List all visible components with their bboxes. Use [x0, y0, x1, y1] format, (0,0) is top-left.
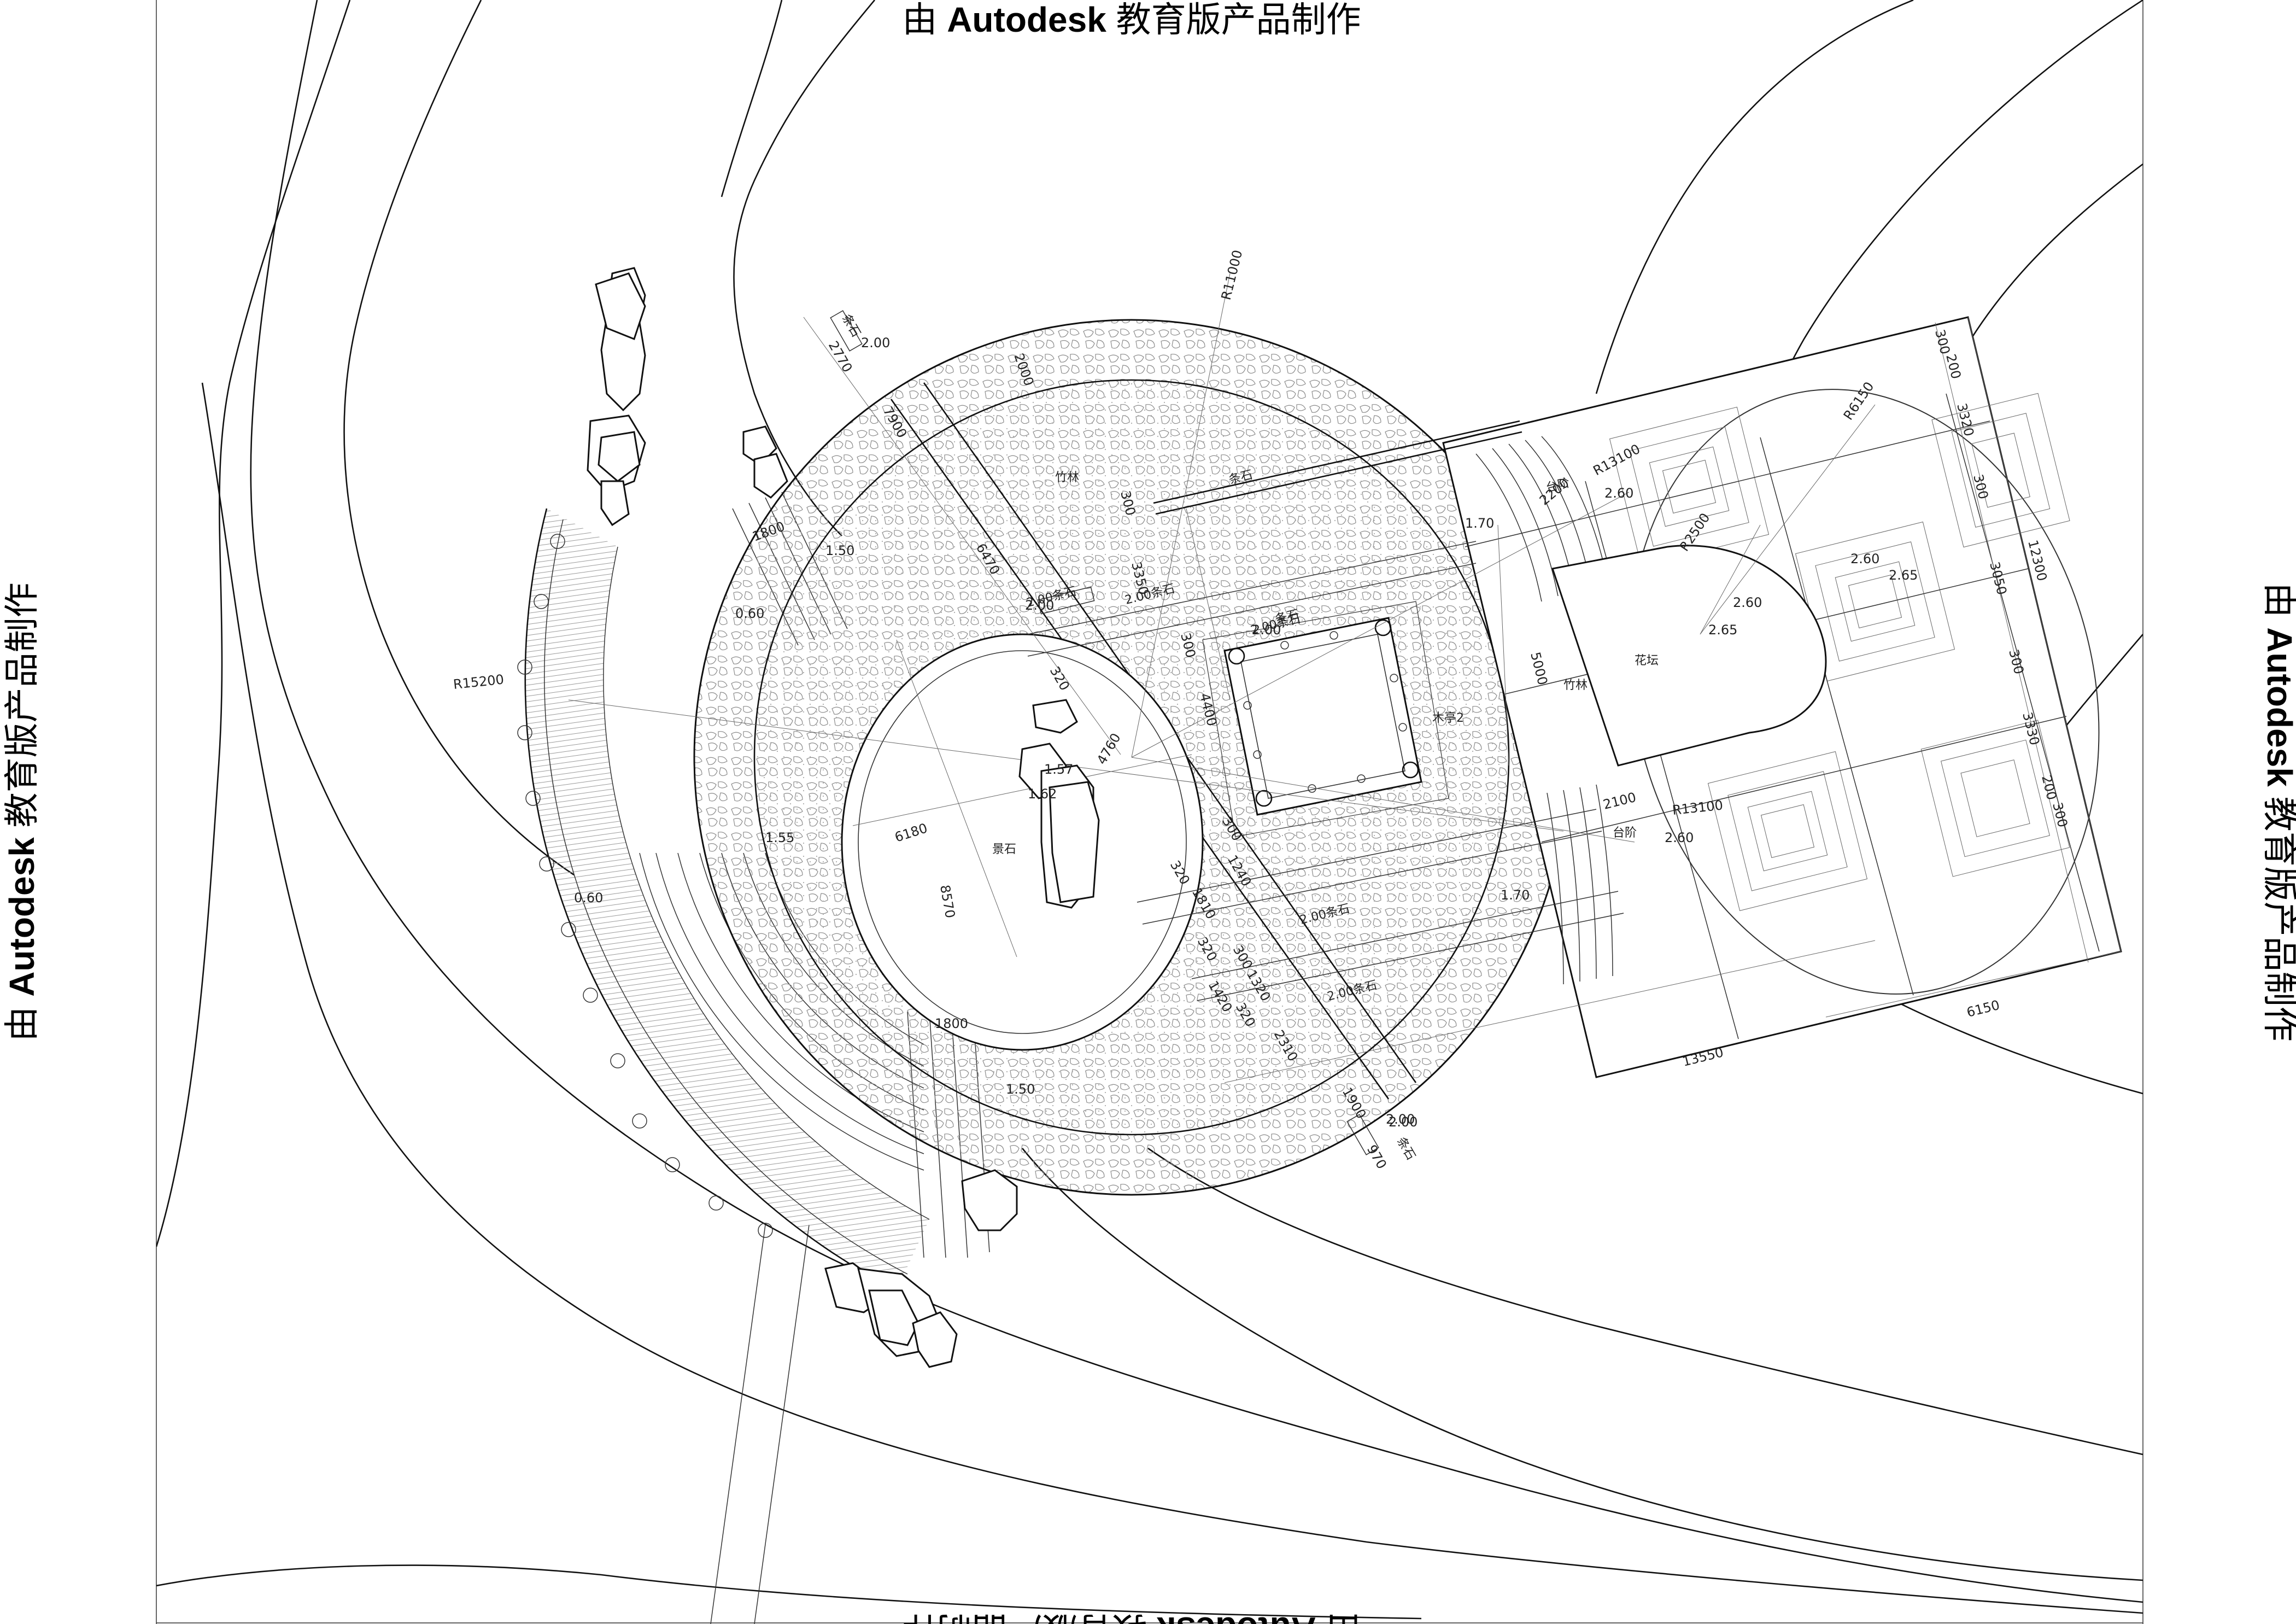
dim-157: 1.57	[1044, 762, 1073, 777]
drawing-frame	[156, 0, 2143, 1624]
label-step-lower: 台阶	[1613, 826, 1637, 840]
dim-970: 970	[1364, 1142, 1390, 1172]
label-bamboo-right: 竹林	[1563, 679, 1588, 692]
dim-260-d: 2.60	[1850, 551, 1879, 566]
dim-060-lower: 0.60	[574, 890, 603, 906]
wooden-pavilion	[1202, 601, 1449, 837]
terrace-steps	[1475, 436, 1613, 985]
label-bar-stone-h: 条石	[1394, 1135, 1418, 1163]
dim-1800-lower: 1800	[935, 1016, 968, 1031]
dim-200-e: 2.00	[1252, 622, 1281, 638]
radius-r11000: R11000	[1219, 248, 1246, 301]
dim-162: 1.62	[1028, 786, 1057, 802]
dim-170-upper: 1.70	[1465, 516, 1494, 531]
label-bar-stone-top: 条石	[839, 312, 863, 340]
bar-stones	[830, 310, 1624, 1155]
dim-260-c: 2.60	[1733, 595, 1762, 610]
dim-200-mid: 2.00	[1025, 598, 1054, 613]
dim-260-a: 2.60	[1604, 486, 1633, 501]
dim-260-b: 2.60	[1665, 830, 1694, 845]
dim-150-lower: 1.50	[1006, 1082, 1035, 1097]
svg-text:由 Autodesk 教育版产品制作: 由 Autodesk 教育版产品制作	[902, 0, 1361, 39]
boulders	[587, 267, 1100, 1368]
dim-6150: 6150	[1965, 997, 2001, 1020]
lawn-light-markers	[517, 534, 773, 1238]
dim-200-bottom: 2.00	[1386, 1112, 1415, 1127]
dim-170-lower: 1.70	[1501, 887, 1530, 903]
dim-200-h: 2.00	[1389, 1114, 1418, 1130]
watermark-bottom: 由 Autodesk 教育版产品制作	[902, 1610, 1361, 1624]
label-feature-rock: 景石	[992, 843, 1016, 856]
watermark-right: 由 Autodesk 教育版产品制作	[2260, 582, 2296, 1041]
rock-garden-oval	[841, 633, 1204, 1051]
dim-265-a: 2.65	[1708, 622, 1737, 638]
construction-lines	[568, 273, 2122, 1083]
svg-text:由 Autodesk 教育版产品制作: 由 Autodesk 教育版产品制作	[2260, 582, 2296, 1041]
dim-265-b: 2.65	[1889, 568, 1918, 583]
dim-200-top: 2.00	[861, 335, 890, 350]
watermark-top: 由 Autodesk 教育版产品制作	[902, 0, 1361, 39]
svg-text:由 Autodesk 教育版产品制作: 由 Autodesk 教育版产品制作	[902, 1610, 1361, 1624]
label-bamboo-upper: 竹林	[1055, 471, 1079, 484]
dim-060-upper: 0.60	[735, 606, 764, 621]
flower-bed	[1551, 545, 1827, 767]
watermark-left: 由 Autodesk 教育版产品制作	[2, 582, 42, 1041]
label-flower-bed: 花坛	[1635, 654, 1659, 668]
label-pavilion: 木亭2	[1432, 711, 1464, 725]
dim-2770: 2770	[825, 338, 856, 375]
east-terrace	[1442, 316, 2122, 1078]
radius-r15200: R15200	[453, 671, 505, 692]
svg-text:由 Autodesk 教育版产品制作: 由 Autodesk 教育版产品制作	[2, 582, 42, 1041]
dim-155: 1.55	[765, 830, 794, 845]
dim-150-upper: 1.50	[825, 543, 854, 558]
